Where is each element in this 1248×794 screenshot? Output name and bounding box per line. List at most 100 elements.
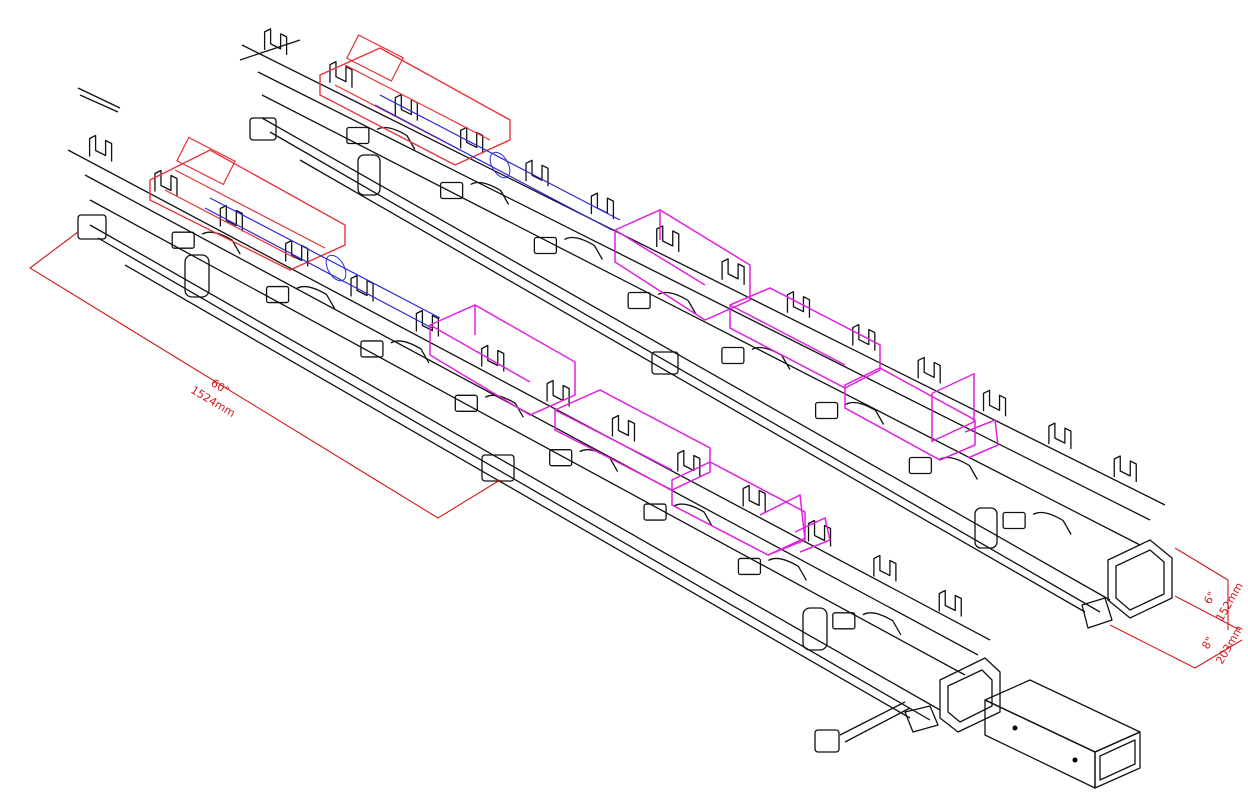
- hitch-pin-shaft-top: [839, 701, 906, 736]
- length-dimension-line: [29, 231, 501, 519]
- hitch-receiver-tube: [984, 679, 1141, 789]
- front-rail-top-edge: [67, 149, 991, 641]
- back-rail-bracket-loop: [939, 456, 978, 480]
- back-rail-tab: [786, 291, 811, 318]
- width-dimension: 8" 203mm: [1109, 623, 1246, 669]
- front-rail-tab: [938, 589, 962, 617]
- back-cylinder-housing-line: [344, 64, 491, 141]
- back-rail-bracket-loop: [751, 346, 791, 370]
- front-rail-bracket: [737, 557, 762, 576]
- front-rail-bracket: [832, 612, 856, 630]
- back-block-3: [844, 367, 976, 461]
- hitch-tube-opening: [1099, 739, 1136, 781]
- height-dimension-ext: [1174, 595, 1241, 631]
- front-rail-clip-2: [481, 454, 515, 482]
- front-block-end-plate: [759, 493, 806, 556]
- front-rail-tab: [219, 204, 243, 232]
- back-rail-bracket-loop: [470, 181, 510, 205]
- back-rail-bracket: [533, 236, 558, 255]
- back-cylinder-rod-bottom: [374, 104, 613, 231]
- back-rail-bracket: [814, 401, 839, 420]
- back-block-1-ridge: [614, 229, 706, 286]
- hitch-pin-head: [814, 729, 840, 753]
- front-rail-bracket: [454, 394, 478, 412]
- front-cylinder-cap: [176, 136, 236, 186]
- width-dimension-imperial: 8": [1199, 635, 1216, 652]
- front-rail-tab: [873, 554, 897, 582]
- back-block-2-ridge: [729, 304, 846, 366]
- hitch-tube-top: [984, 679, 1141, 753]
- back-hydraulic-cylinder: [319, 34, 621, 231]
- back-rail-bracket: [1002, 511, 1026, 530]
- back-rail-top-tabs: [263, 28, 1137, 482]
- back-rail-left-pad: [249, 117, 277, 141]
- front-rail-bracket-loop: [296, 285, 336, 309]
- front-rail-bracket-loop: [484, 394, 524, 418]
- height-dimension-metric: 152mm: [1213, 580, 1245, 623]
- front-block-1-ridge: [429, 324, 531, 383]
- front-hydraulic-cylinder: [149, 136, 441, 329]
- front-rail-bracket: [549, 449, 573, 467]
- back-rail-brackets: [346, 126, 1072, 535]
- back-rail-bracket-loop: [564, 236, 603, 260]
- back-rail-tab: [917, 356, 941, 384]
- back-rail-tab: [1048, 422, 1072, 450]
- front-rail-tab: [88, 134, 113, 162]
- front-rail-tab: [415, 309, 440, 337]
- front-rail-bracket: [265, 285, 290, 304]
- back-actuator-blocks: [614, 209, 999, 461]
- width-dimension-line: [1109, 624, 1196, 669]
- back-rail-bracket: [346, 126, 370, 145]
- back-block-clip: [964, 418, 999, 459]
- width-dimension-metric: 203mm: [1213, 623, 1245, 666]
- back-rail-bottom-inner-edge: [269, 131, 1101, 613]
- hitch-tube-front: [984, 699, 1096, 789]
- back-rail-tube-opening: [1115, 549, 1165, 611]
- back-rail-tab: [460, 126, 484, 154]
- front-rail-tab: [285, 239, 309, 267]
- back-rail-clip-1: [357, 154, 381, 196]
- front-rail-tab: [481, 344, 505, 372]
- back-cylinder-cap: [346, 34, 404, 82]
- front-rail-bolt: [77, 87, 121, 109]
- front-rail-tab: [677, 449, 701, 477]
- back-rail-bracket-loop: [657, 291, 697, 315]
- front-cylinder-housing-line-2: [164, 189, 296, 259]
- back-rail-tab: [852, 323, 876, 351]
- front-rail-bracket: [360, 340, 384, 358]
- back-rail-bracket: [908, 456, 933, 475]
- front-block-1: [429, 304, 576, 416]
- front-rail-foot: [904, 705, 939, 733]
- front-rail-clip-3: [802, 607, 828, 651]
- back-rail-pin: [239, 39, 301, 61]
- front-actuator-blocks: [429, 304, 831, 556]
- hitch-tube-hole-2: [1072, 757, 1078, 763]
- front-rail-tube-end: [939, 657, 1001, 733]
- height-dimension-line: [1174, 547, 1229, 581]
- front-rail-mid-edge: [89, 199, 966, 676]
- back-rail-tab: [721, 258, 745, 285]
- front-cylinder-rod-bottom: [204, 207, 433, 329]
- back-rail-tab: [982, 389, 1007, 417]
- back-rail-bracket: [439, 181, 464, 200]
- back-rail-bracket-loop: [845, 401, 885, 425]
- back-rail-bottom-edge: [261, 117, 1111, 601]
- back-rail-clip-3: [974, 507, 998, 549]
- front-block-2-ridge: [554, 409, 673, 471]
- back-rail-tab: [656, 225, 680, 252]
- length-dimension: 60" 1524mm: [29, 231, 501, 519]
- back-rail-tab: [1113, 455, 1137, 482]
- front-rail-tab: [742, 484, 766, 512]
- back-rail-assembly: [239, 28, 1173, 629]
- front-cylinder-gland: [325, 254, 347, 282]
- front-rail-base-line: [124, 264, 911, 719]
- back-cylinder-housing: [319, 47, 511, 166]
- back-rail-foot: [1081, 597, 1113, 629]
- hitch-pin-shaft-bottom: [844, 707, 911, 743]
- hitch-tube-side: [1094, 731, 1141, 789]
- width-dimension-line-2: [1194, 639, 1243, 669]
- front-block-clip: [794, 516, 831, 553]
- front-block-2: [554, 389, 711, 491]
- front-rail-bracket-loop: [768, 557, 808, 581]
